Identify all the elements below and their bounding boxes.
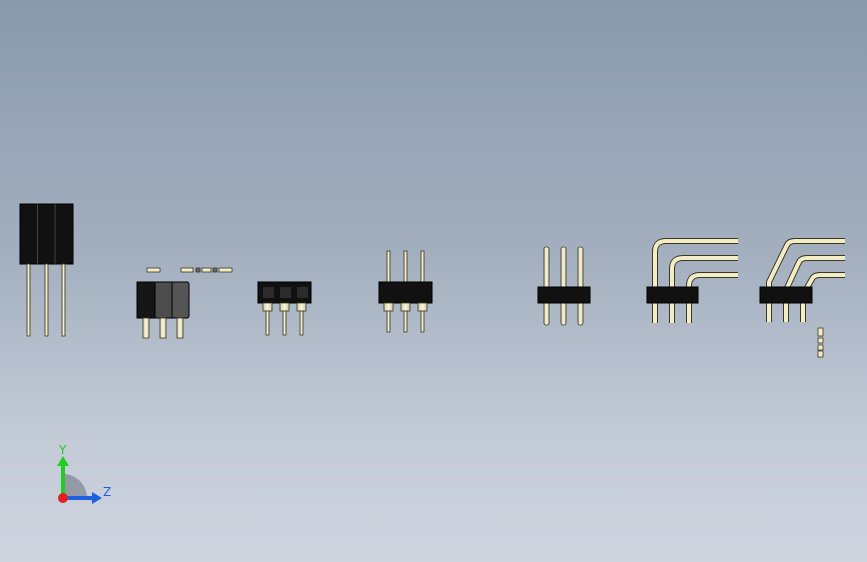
pins [26,263,66,337]
coordinate-triad[interactable]: Y Z [40,440,130,520]
detached-pin-parts [817,327,824,358]
pin-header-3pin-double[interactable] [378,250,433,333]
socket-header-3pin-short[interactable] [257,281,312,336]
pin-header-3pin-straight[interactable] [537,246,591,326]
pin-header-3pin-right-angle[interactable] [646,238,738,323]
y-axis-label: Y [58,443,67,457]
triad-plane [63,474,87,498]
z-axis-label: Z [103,485,111,499]
x-axis-dot [58,493,68,503]
exploded-contacts [180,267,233,273]
socket-header-3pin-exploded[interactable] [136,267,233,339]
socket-header-3pin-tall[interactable] [19,203,74,337]
pin-header-3pin-angled[interactable] [759,238,845,358]
